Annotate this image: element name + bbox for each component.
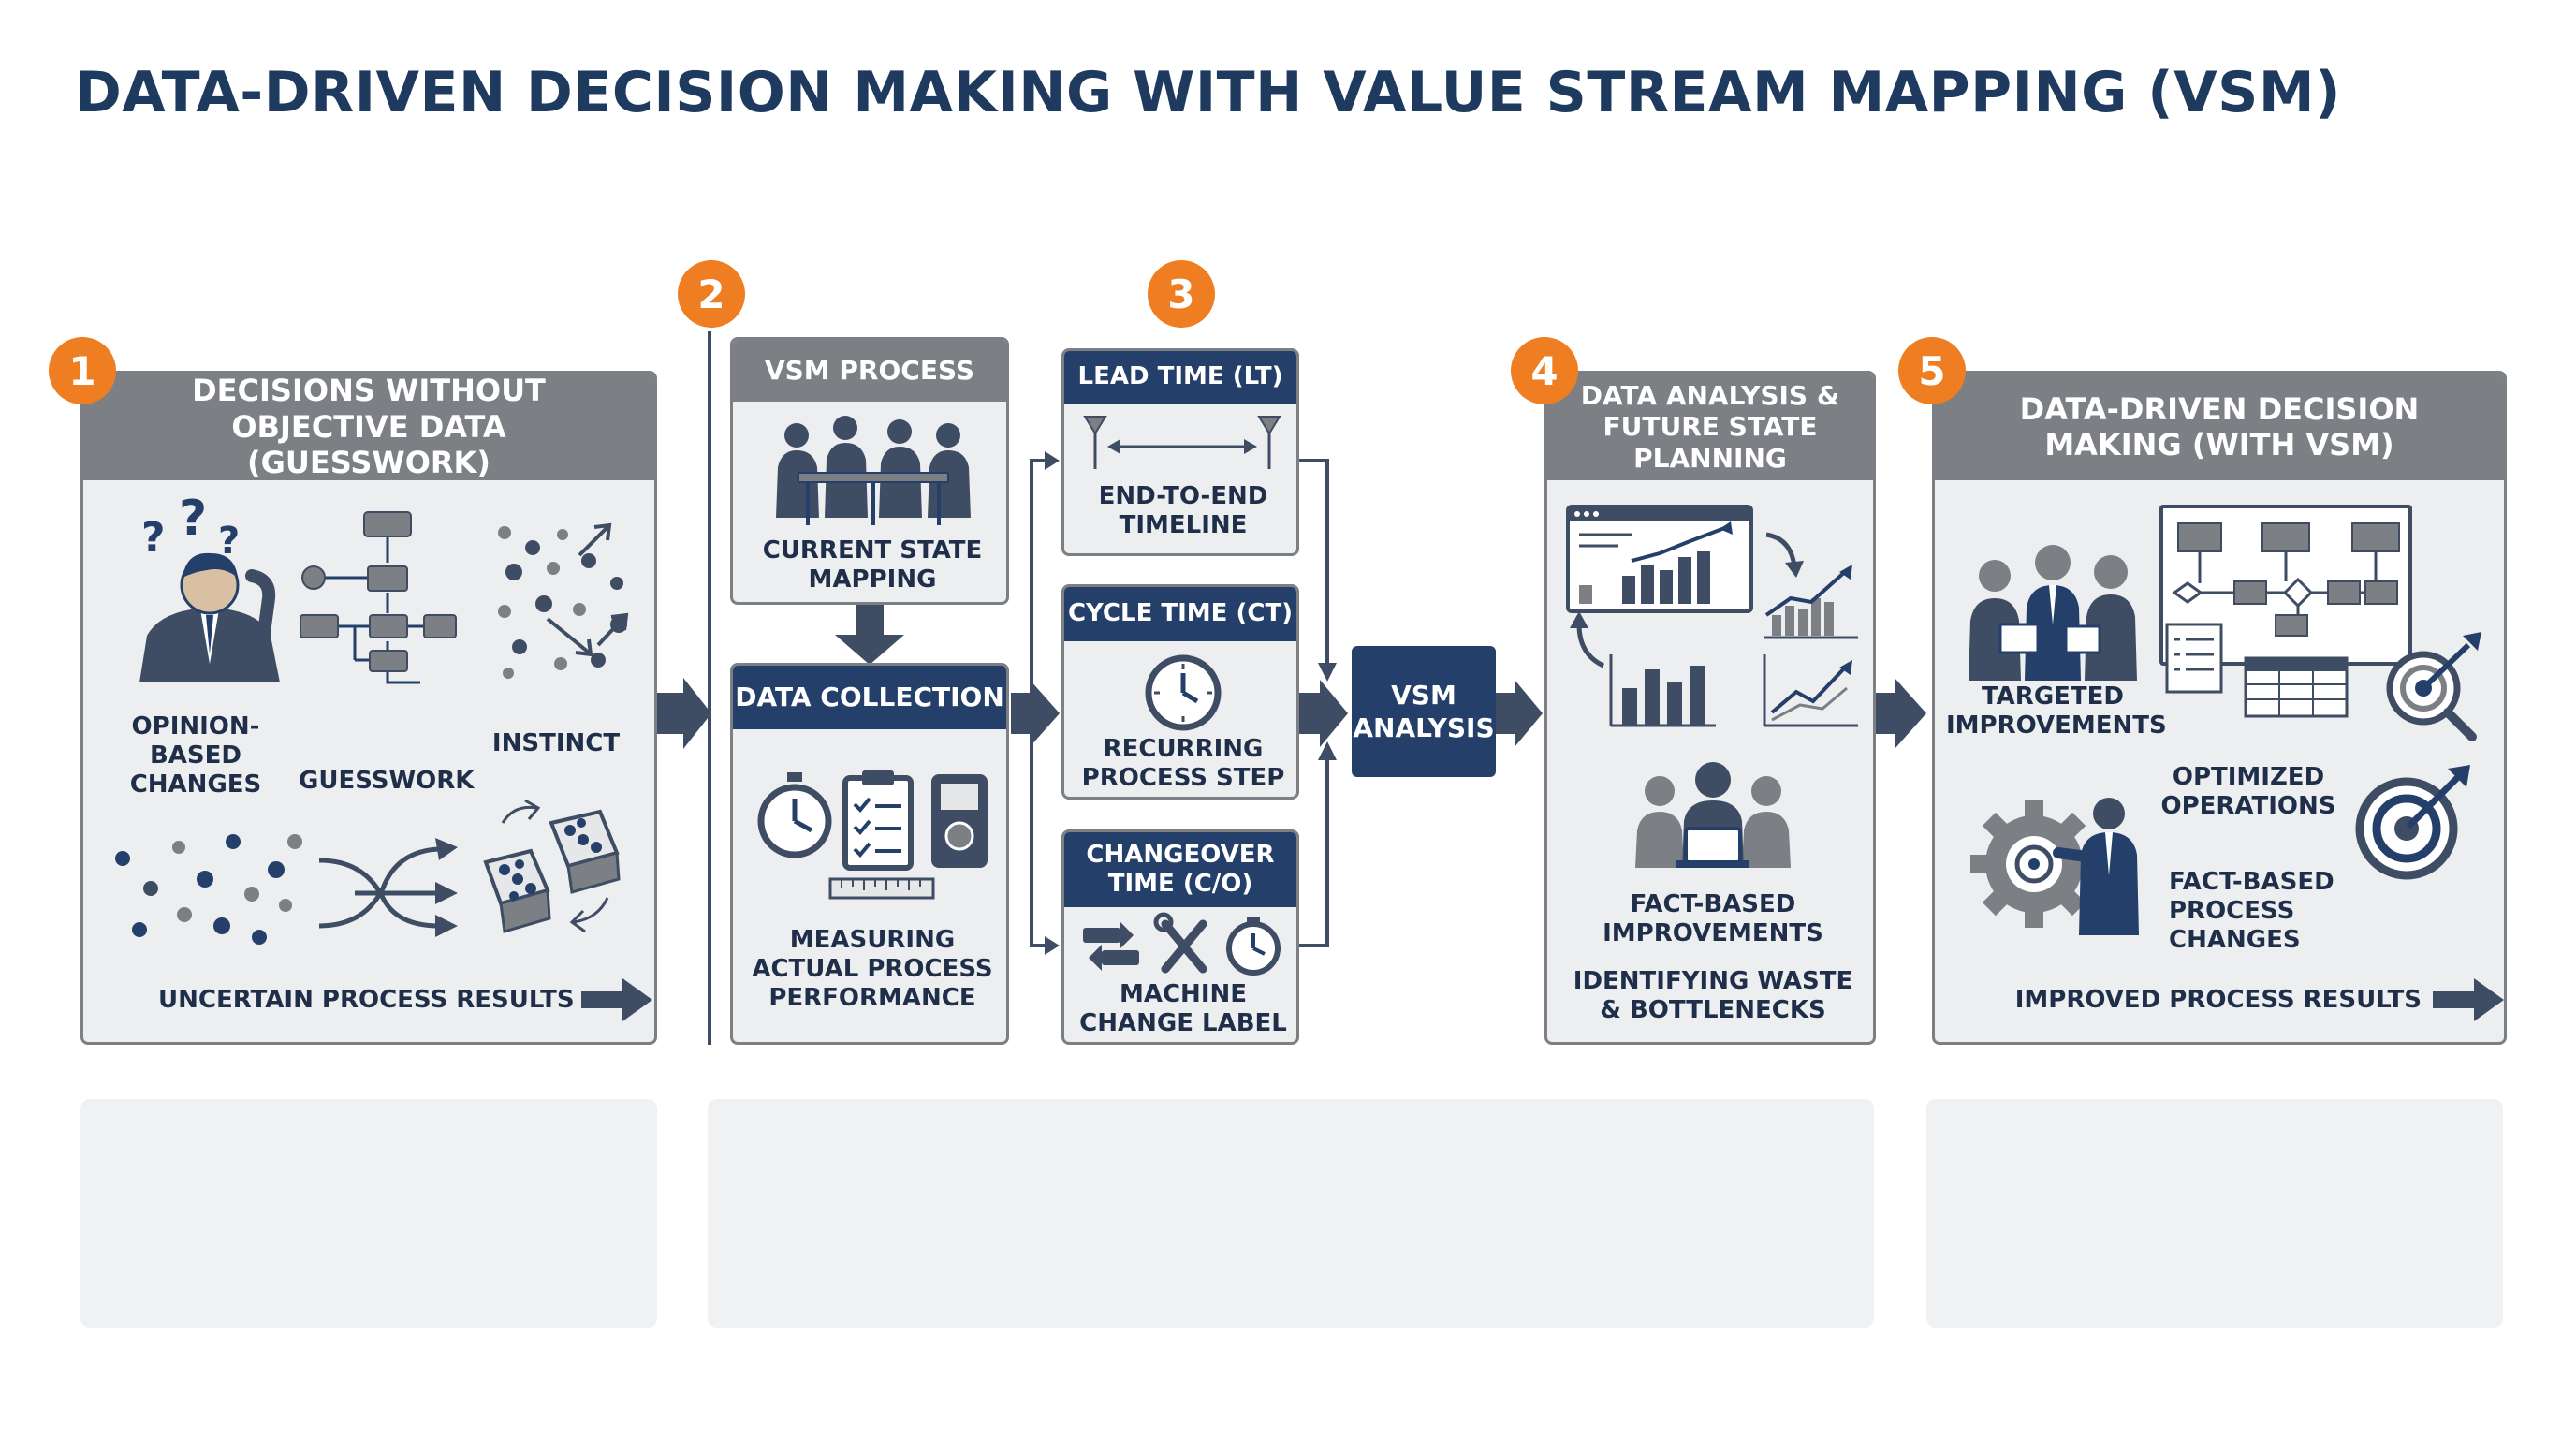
arrow-right-icon [581, 978, 652, 1021]
team-laptop-icon [1635, 762, 1791, 868]
end-to-end-timeline-label: END-TO-END TIMELINE [1098, 482, 1268, 540]
analytics-charts-icon [1566, 505, 1858, 727]
panel-data-driven-header: DATA-DRIVEN DECISION MAKING (WITH VSM) [1935, 374, 2504, 480]
fact-based-improvements-label: FACT-BASED IMPROVEMENTS [1603, 890, 1823, 948]
panel-data-driven: DATA-DRIVEN DECISION MAKING (WITH VSM) T… [1932, 371, 2507, 1045]
team-mapping-icon [776, 416, 971, 525]
arrow-right-icon [655, 678, 711, 749]
flowchart-icon [300, 511, 457, 684]
panel-analysis-planning: DATA ANALYSIS & FUTURE STATE PLANNING [1544, 371, 1876, 1045]
fact-based-process-changes-label: FACT-BASED PROCESS CHANGES [2169, 868, 2334, 955]
step-badge-2: 2 [678, 260, 745, 328]
timeline-icon [1083, 416, 1281, 469]
machine-change-label: MACHINE CHANGE LABEL [1079, 980, 1287, 1038]
machine-change-icon [1083, 912, 1281, 976]
panel-analysis-header: DATA ANALYSIS & FUTURE STATE PLANNING [1547, 374, 1873, 480]
data-collection-box: DATA COLLECTION MEASURING ACTUAL PROCESS… [730, 663, 1009, 1045]
step-badge-3: 3 [1148, 260, 1215, 328]
recurring-process-step-label: RECURRING PROCESS STEP [1081, 735, 1285, 793]
improved-results-label: IMPROVED PROCESS RESULTS [2014, 986, 2422, 1014]
placeholder-box-middle [708, 1099, 1874, 1328]
process-map-icon [2159, 505, 2481, 741]
arrow-right-icon [1496, 680, 1543, 747]
page-title: DATA-DRIVEN DECISION MAKING WITH VALUE S… [75, 60, 2342, 125]
arrow-down-icon [835, 605, 904, 665]
lead-time-box: LEAD TIME (LT) END-TO-END TIMELINE [1061, 348, 1299, 556]
placeholder-box-right [1926, 1099, 2503, 1328]
dice-icon [483, 799, 621, 933]
target-icon [2355, 765, 2470, 880]
random-dots-icon [498, 522, 629, 679]
arrow-right-icon [1299, 680, 1348, 747]
step-badge-1: 1 [49, 337, 116, 404]
opinion-based-changes-label: OPINION-BASED CHANGES [129, 712, 262, 800]
vsm-analysis-box: VSM ANALYSIS [1352, 646, 1496, 777]
arrow-right-icon [1011, 680, 1060, 747]
optimized-operations-label: OPTIMIZED OPERATIONS [2160, 763, 2336, 821]
arrow-right-icon [2433, 978, 2504, 1021]
svg-text:?: ? [141, 514, 166, 562]
step-badge-5: 5 [1898, 337, 1966, 404]
scattered-data-icon [115, 834, 458, 945]
confused-person-icon: ? ? ? [139, 491, 280, 682]
cycle-time-header: CYCLE TIME (CT) [1064, 587, 1296, 641]
panel-guesswork-header: DECISIONS WITHOUT OBJECTIVE DATA (GUESSW… [83, 374, 654, 480]
svg-text:?: ? [218, 520, 240, 563]
changeover-time-box: CHANGEOVER TIME (C/O) MACHINE CHANGE LAB… [1061, 829, 1299, 1045]
instinct-label: INSTINCT [491, 729, 621, 757]
changeover-time-header: CHANGEOVER TIME (C/O) [1064, 832, 1296, 907]
clock-icon [1145, 654, 1222, 731]
data-collection-header: DATA COLLECTION [733, 666, 1006, 729]
step-badge-4: 4 [1511, 337, 1578, 404]
business-team-icon [1969, 545, 2137, 681]
uncertain-results-label: UNCERTAIN PROCESS RESULTS [158, 986, 575, 1014]
identifying-waste-label: IDENTIFYING WASTE & BOTTLENECKS [1573, 967, 1853, 1025]
cycle-time-box: CYCLE TIME (CT) RECURRING PROCESS STEP [1061, 584, 1299, 800]
current-state-mapping-label: CURRENT STATE MAPPING [762, 536, 983, 594]
lead-time-header: LEAD TIME (LT) [1064, 351, 1296, 404]
guesswork-label: GUESSWORK [299, 767, 475, 795]
gear-person-icon [1970, 798, 2139, 935]
measuring-performance-label: MEASURING ACTUAL PROCESS PERFORMANCE [752, 926, 993, 1013]
panel-guesswork: DECISIONS WITHOUT OBJECTIVE DATA (GUESSW… [80, 371, 657, 1045]
vsm-process-box: VSM PROCESS CURRENT STATE MAPPING [730, 337, 1009, 605]
vsm-process-header: VSM PROCESS [733, 340, 1006, 402]
targeted-improvements-label: TARGETED IMPROVEMENTS [1946, 682, 2167, 741]
arrow-right-icon [1874, 678, 1926, 749]
svg-text:?: ? [179, 491, 207, 547]
measurement-tools-icon [757, 770, 988, 900]
placeholder-box-left [80, 1099, 657, 1328]
